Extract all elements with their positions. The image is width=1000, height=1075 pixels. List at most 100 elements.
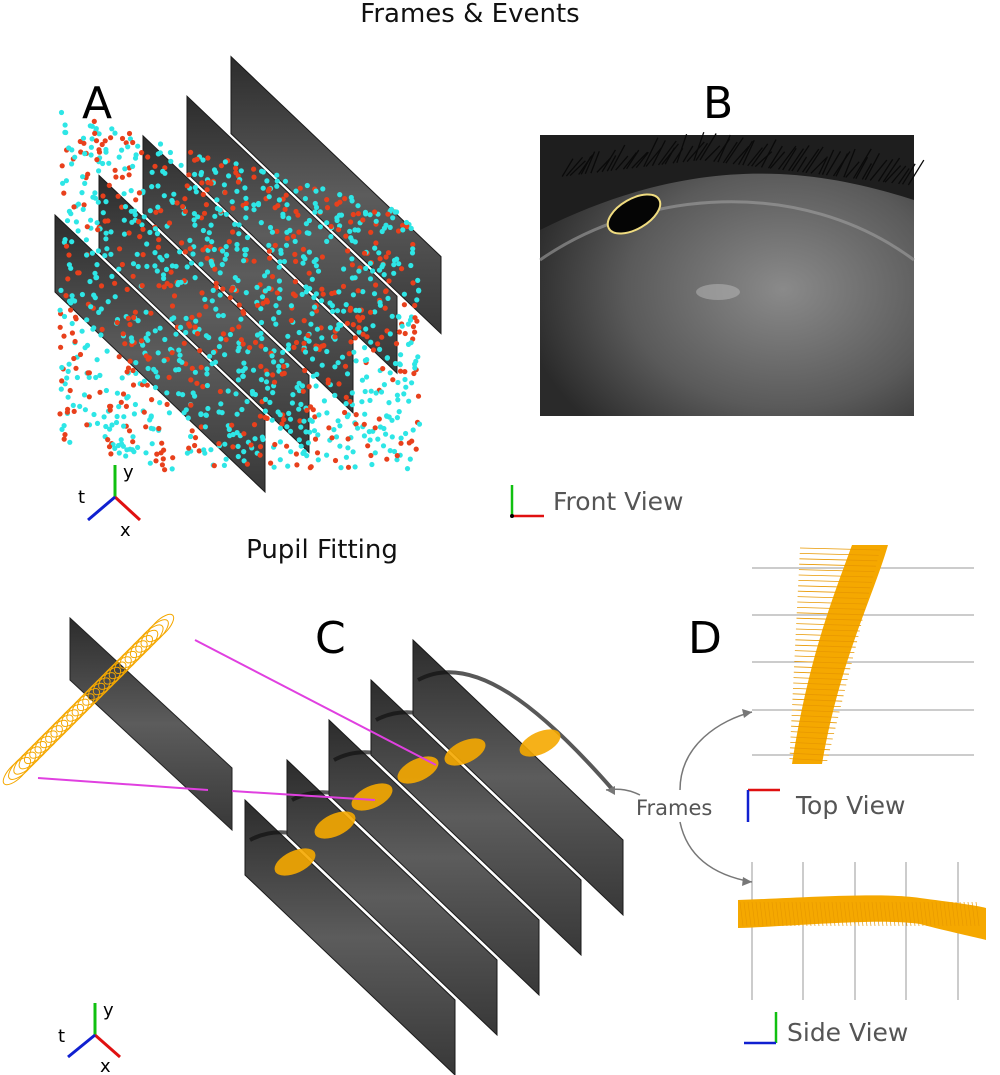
event-on-dot xyxy=(367,309,374,315)
event-off-dot xyxy=(376,250,382,256)
event-off-dot xyxy=(120,443,126,449)
event-on-dot xyxy=(182,249,188,255)
event-on-dot xyxy=(373,240,379,246)
eyelash xyxy=(622,152,637,170)
event-off-dot xyxy=(189,260,195,266)
event-off-dot xyxy=(234,188,240,194)
event-off-dot xyxy=(390,215,396,221)
event-off-dot xyxy=(282,178,289,184)
panel-c-frame-stack xyxy=(244,638,624,1075)
event-off-dot xyxy=(280,349,286,355)
event-on-dot xyxy=(63,243,70,249)
event-on-dot xyxy=(411,370,417,377)
panel-label-a: A xyxy=(82,78,112,129)
event-off-dot xyxy=(145,337,151,343)
event-on-dot xyxy=(230,444,236,450)
event-on-dot xyxy=(75,270,81,276)
event-off-dot xyxy=(222,352,228,358)
event-on-dot xyxy=(350,322,356,328)
event-off-dot xyxy=(208,447,214,453)
event-off-dot xyxy=(173,331,179,337)
event-off-dot xyxy=(385,295,391,301)
eyelash xyxy=(664,147,676,165)
event-on-dot xyxy=(368,452,374,459)
event-off-dot xyxy=(366,429,372,435)
event-off-dot xyxy=(353,358,359,364)
event-off-dot xyxy=(125,394,131,400)
event-off-dot xyxy=(207,353,213,359)
event-off-dot xyxy=(192,369,198,375)
event-off-dot xyxy=(80,206,86,212)
event-off-dot xyxy=(304,230,310,236)
fit-ellipse-trace xyxy=(23,735,53,765)
event-on-dot xyxy=(353,421,359,427)
event-off-dot xyxy=(377,299,383,306)
event-on-dot xyxy=(212,266,218,272)
event-off-dot xyxy=(288,303,294,309)
event-on-dot xyxy=(324,197,330,203)
event-on-dot xyxy=(168,283,174,289)
event-off-dot xyxy=(93,374,99,381)
panel-b-eye-image xyxy=(539,131,925,416)
eyelash xyxy=(695,142,709,161)
event-on-dot xyxy=(156,237,162,243)
event-off-dot xyxy=(408,262,414,269)
side-view-hatch-line xyxy=(819,901,824,927)
top-view-hatch-line xyxy=(798,569,875,572)
event-off-dot xyxy=(313,346,319,352)
event-on-dot xyxy=(182,208,188,214)
eyelash xyxy=(717,134,731,163)
eyelash xyxy=(777,145,797,170)
event-on-dot xyxy=(188,402,194,408)
event-off-dot xyxy=(271,464,277,470)
event-on-dot xyxy=(84,224,90,230)
event-off-dot xyxy=(269,353,275,359)
eyelash xyxy=(643,137,659,168)
event-on-dot xyxy=(199,180,205,186)
event-off-dot xyxy=(356,268,362,274)
event-off-dot xyxy=(221,462,227,468)
event-off-dot xyxy=(164,390,170,396)
side-view-hatch-line xyxy=(767,901,772,927)
event-off-dot xyxy=(387,224,393,230)
arrowhead-top-view xyxy=(742,709,752,718)
event-off-dot xyxy=(69,293,75,299)
frames-label: Frames xyxy=(636,796,712,820)
axis-y-label-c: y xyxy=(103,1000,114,1021)
event-off-dot xyxy=(308,321,314,327)
event-off-dot xyxy=(356,329,362,335)
event-off-dot xyxy=(271,316,277,322)
fit-ellipse-trace xyxy=(18,741,47,770)
panel-a-frames-events xyxy=(54,55,442,494)
event-off-dot xyxy=(122,204,129,210)
event-off-dot xyxy=(130,261,137,267)
eyelash xyxy=(693,131,705,161)
event-off-dot xyxy=(378,389,385,395)
connector-line-3 xyxy=(231,790,376,801)
event-off-dot xyxy=(234,430,240,436)
event-off-dot xyxy=(69,320,75,327)
event-off-dot xyxy=(238,316,244,322)
event-off-dot xyxy=(118,437,124,443)
event-off-dot xyxy=(286,215,292,221)
event-off-dot xyxy=(210,349,217,355)
event-off-dot xyxy=(191,217,197,223)
event-on-dot xyxy=(108,135,114,141)
panel-d-top-view xyxy=(752,545,974,764)
event-off-dot xyxy=(310,373,316,379)
event-off-dot xyxy=(368,388,374,394)
event-off-dot xyxy=(192,222,198,228)
event-off-dot xyxy=(273,303,279,309)
side-view-hatch-line xyxy=(919,901,924,927)
event-off-dot xyxy=(135,263,141,270)
arrow-to-side-view xyxy=(679,821,753,883)
event-on-dot xyxy=(409,438,415,444)
side-view-hatch-line xyxy=(875,901,880,927)
event-off-dot xyxy=(94,274,100,281)
event-off-dot xyxy=(180,392,186,398)
event-off-dot xyxy=(337,192,343,198)
event-on-dot xyxy=(325,380,331,386)
event-off-dot xyxy=(149,441,155,447)
eyelash xyxy=(732,145,750,165)
